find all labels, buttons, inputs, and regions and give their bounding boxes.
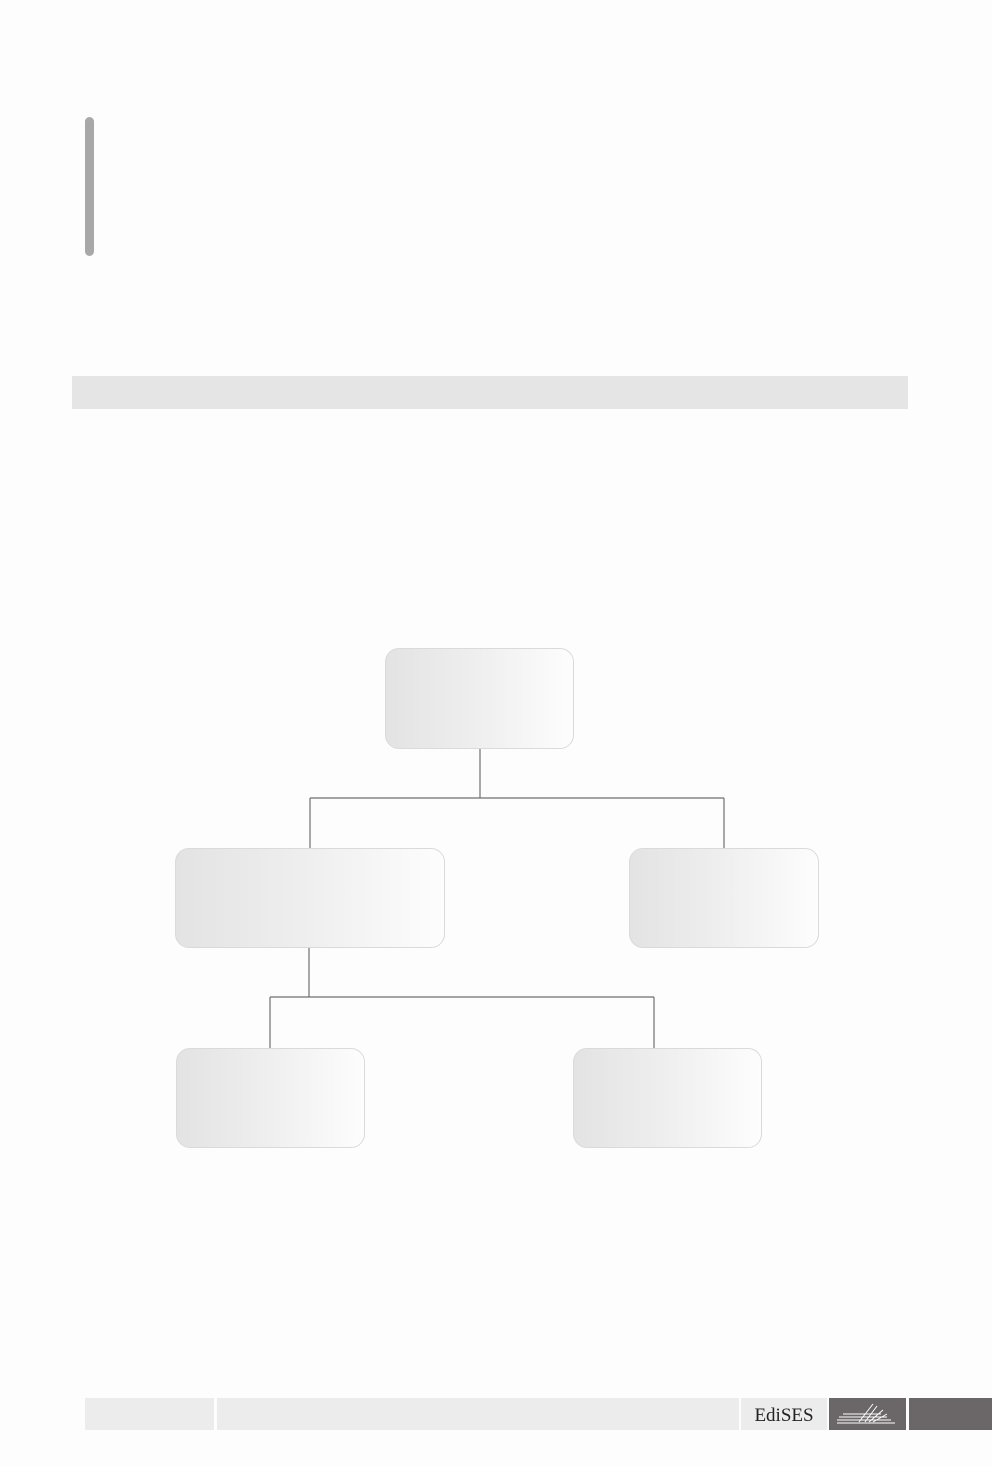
- diagram-node-grandchild-right: [573, 1048, 762, 1148]
- book-lines-icon: [837, 1403, 895, 1424]
- page-number: [909, 1398, 992, 1430]
- diagram-node-label: [177, 1049, 364, 1089]
- diagram-node-child-left: [175, 848, 445, 948]
- diagram-node-grandchild-left: [176, 1048, 365, 1148]
- diagram-node-label: [630, 849, 818, 889]
- book-icon: [829, 1398, 906, 1430]
- diagram-node-label: [574, 1049, 761, 1089]
- diagram-node-child-right: [629, 848, 819, 948]
- diagram-node-label: [176, 849, 444, 889]
- footer-running-title: [217, 1398, 739, 1430]
- chapter-accent-bar: [85, 117, 94, 256]
- publisher-logo: EdiSES: [741, 1398, 827, 1430]
- footer-left-block: [85, 1398, 214, 1430]
- section-heading-band: [72, 376, 908, 409]
- diagram-node-root: [385, 648, 574, 749]
- diagram-node-label: [386, 649, 573, 689]
